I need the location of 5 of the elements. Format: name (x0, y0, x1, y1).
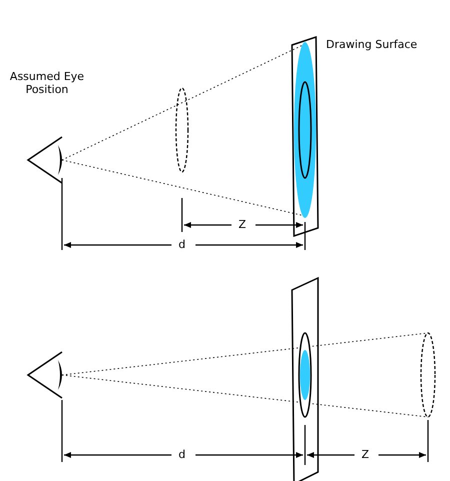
dimension-label: Z (362, 448, 370, 461)
dimension-label: Z (238, 218, 246, 231)
dimension-label: d (178, 238, 186, 251)
dimension-label: d (178, 448, 186, 461)
surface-label: Drawing Surface (326, 38, 418, 51)
